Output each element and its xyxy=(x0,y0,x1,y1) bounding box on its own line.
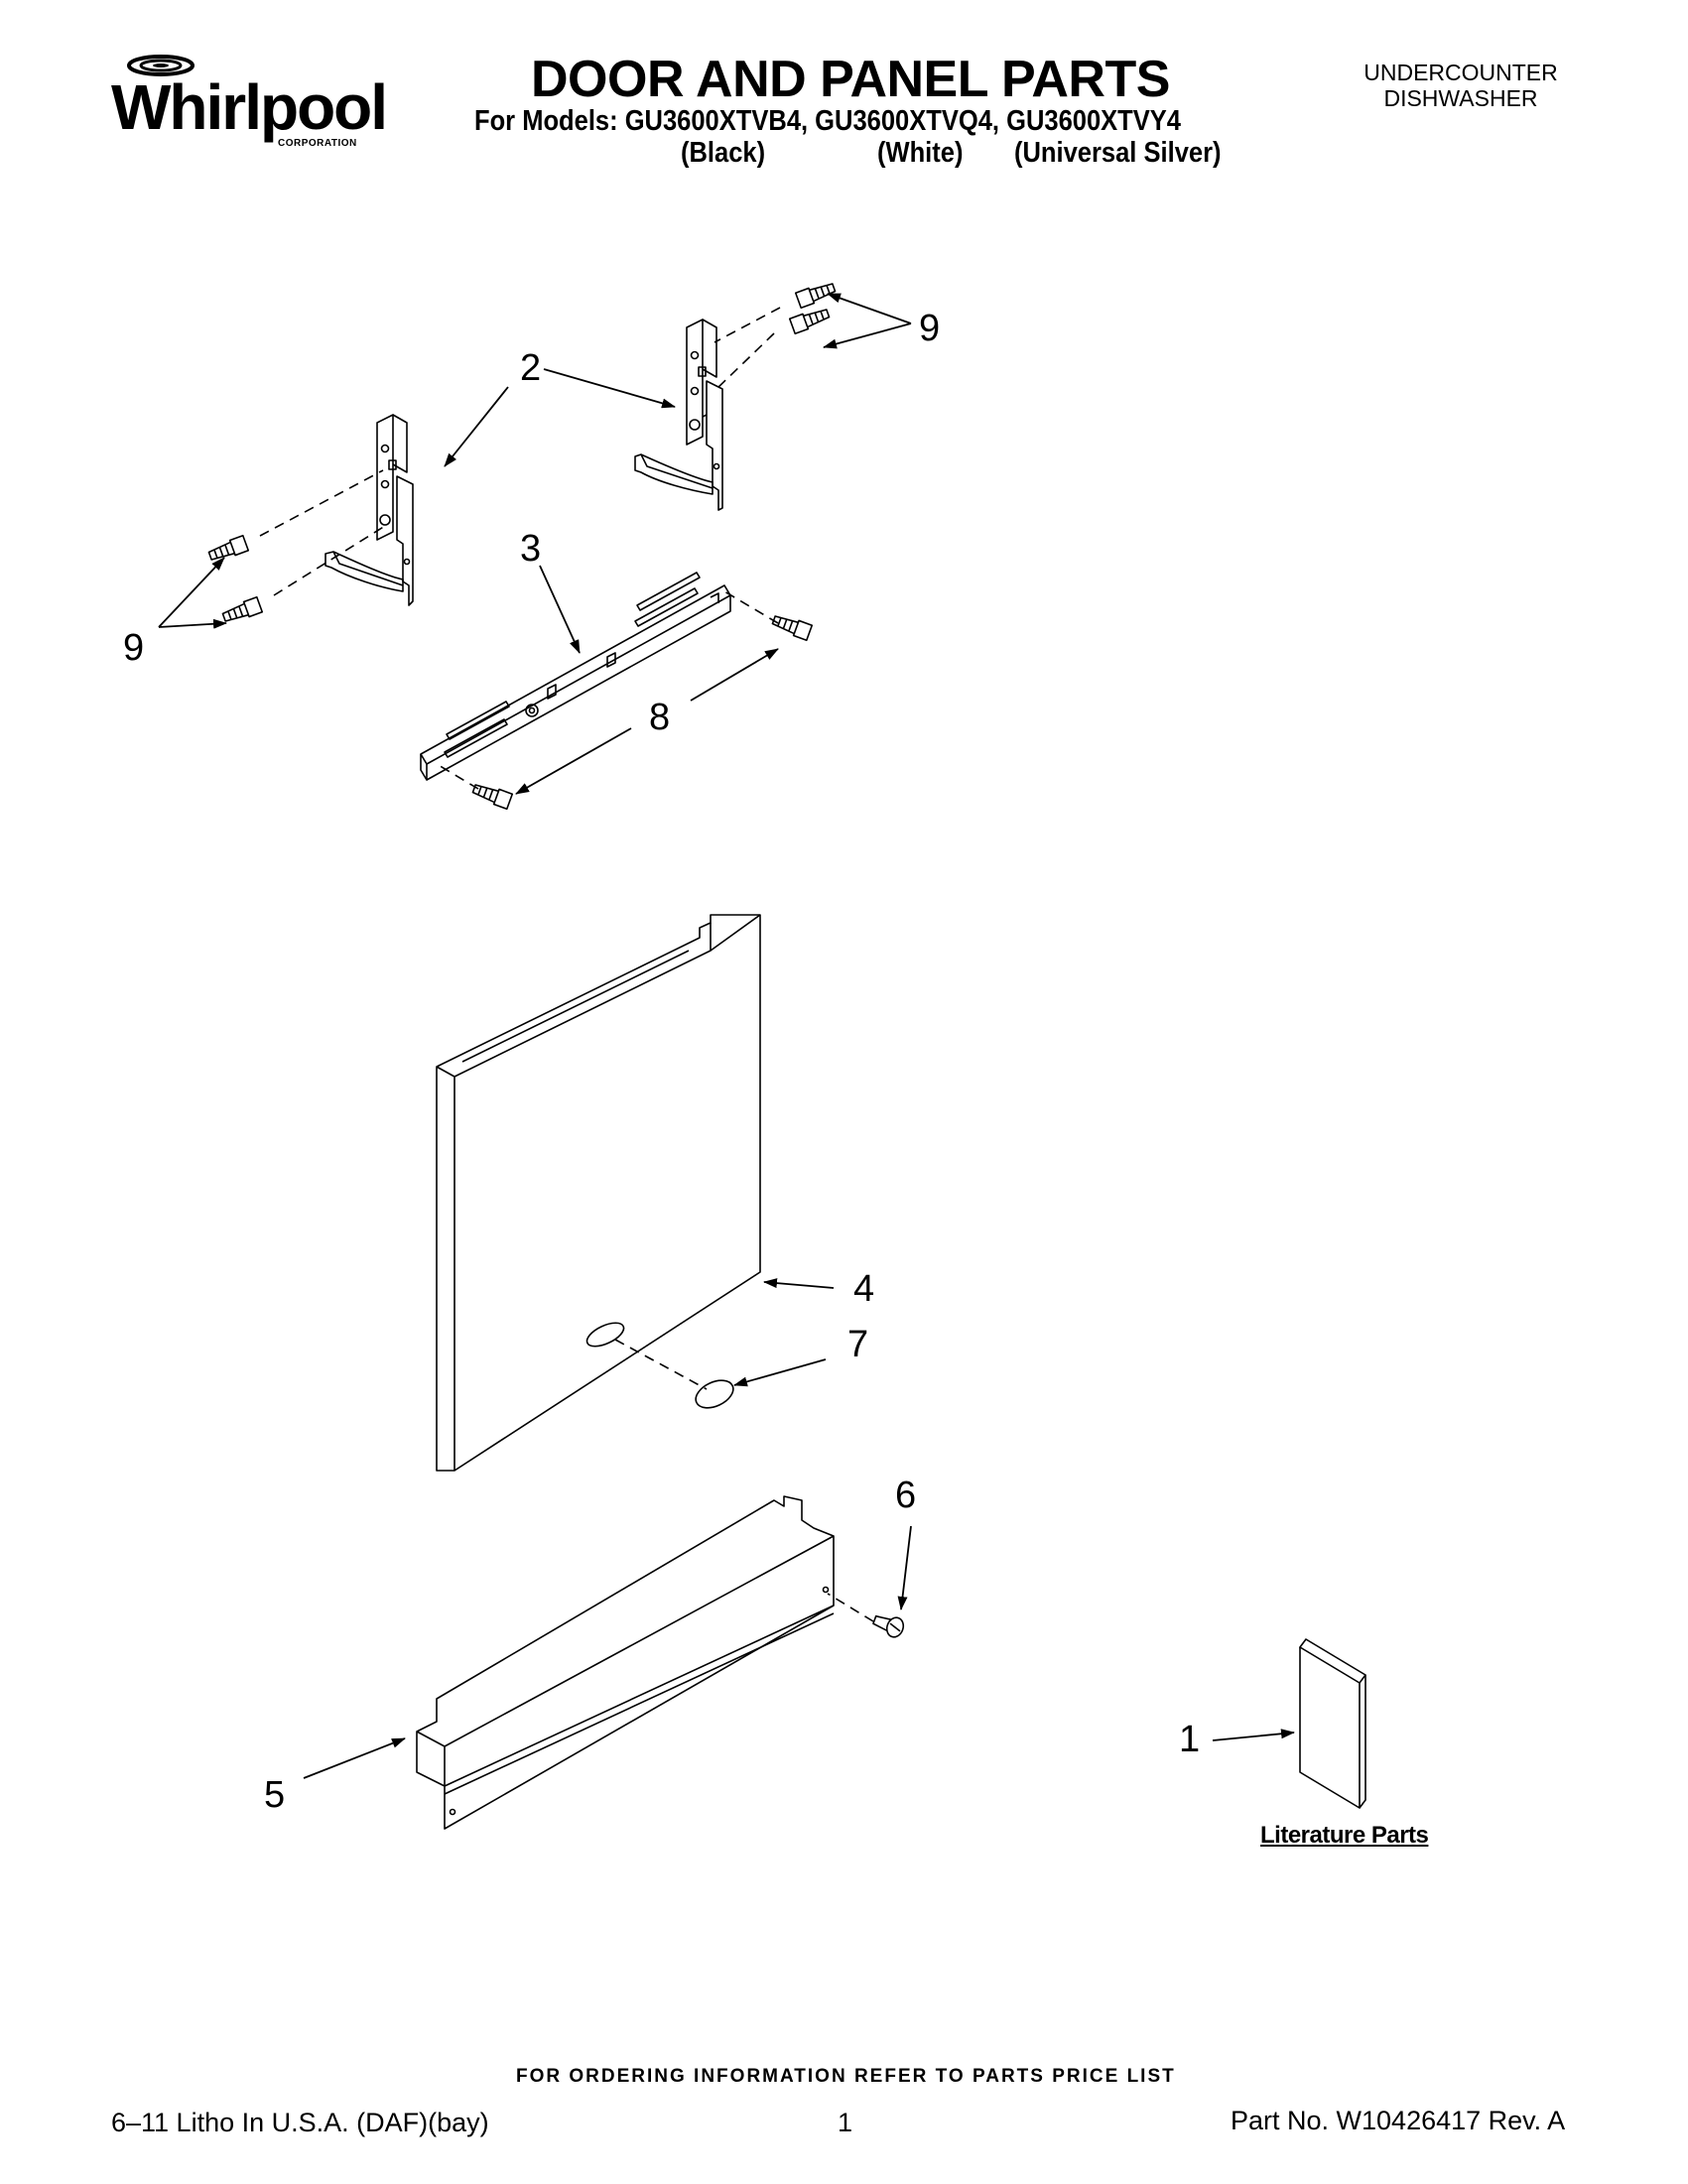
door-hinge-bracket-right xyxy=(634,319,723,511)
callout-leaders xyxy=(158,293,1295,1779)
callout-3: 3 xyxy=(520,528,542,570)
ordering-note: FOR ORDERING INFORMATION REFER TO PARTS … xyxy=(516,2066,1176,2087)
screw-8-left xyxy=(471,784,514,811)
door-hinge-bracket-left xyxy=(325,414,414,606)
litho-line: 6–11 Litho In U.S.A. (DAF)(bay) xyxy=(111,2108,489,2137)
page-number: 1 xyxy=(838,2108,853,2137)
toe-panel xyxy=(416,1495,835,1830)
callout-7: 7 xyxy=(847,1324,869,1365)
callout-2: 2 xyxy=(520,347,542,389)
whirlpool-logo: Whirlpool CORPORATION xyxy=(111,50,388,149)
literature-parts-label: Literature Parts xyxy=(1260,1822,1429,1849)
models-line: For Models: GU3600XTVB4, GU3600XTVQ4, GU… xyxy=(474,105,1182,137)
screw-9-lower-1 xyxy=(207,534,250,561)
part-number: Part No. W10426417 Rev. A xyxy=(1231,2106,1566,2135)
appliance-type: UNDERCOUNTER DISHWASHER xyxy=(1352,60,1570,112)
screw-9-upper-2 xyxy=(788,309,831,335)
screw-8-right xyxy=(771,615,814,642)
callout-1: 1 xyxy=(1179,1719,1201,1760)
callout-4: 4 xyxy=(853,1268,875,1310)
callout-9-upper: 9 xyxy=(919,308,941,349)
appliance-type-line2: DISHWASHER xyxy=(1383,85,1538,112)
color-white: (White) xyxy=(877,137,964,169)
callout-6: 6 xyxy=(895,1475,917,1516)
brand-wordmark: Whirlpool xyxy=(111,71,388,143)
color-black: (Black) xyxy=(681,137,766,169)
callout-9-lower: 9 xyxy=(123,627,145,669)
literature-booklet xyxy=(1299,1638,1366,1809)
screw-9-upper-1 xyxy=(794,283,837,310)
assembly-lines xyxy=(259,307,874,1622)
appliance-type-line1: UNDERCOUNTER xyxy=(1363,60,1558,85)
screw-9-lower-2 xyxy=(221,595,264,622)
callout-5: 5 xyxy=(264,1774,286,1816)
callout-8: 8 xyxy=(649,697,671,738)
door-plug xyxy=(695,1379,734,1409)
color-universal-silver: (Universal Silver) xyxy=(1014,137,1222,169)
screw-6 xyxy=(872,1614,905,1638)
page-title: DOOR AND PANEL PARTS xyxy=(531,51,1170,108)
outer-door-panel xyxy=(436,914,761,1472)
door-panel-rail xyxy=(420,572,731,781)
logo-swirl-icon xyxy=(127,55,195,76)
brand-subtitle: CORPORATION xyxy=(278,138,357,149)
